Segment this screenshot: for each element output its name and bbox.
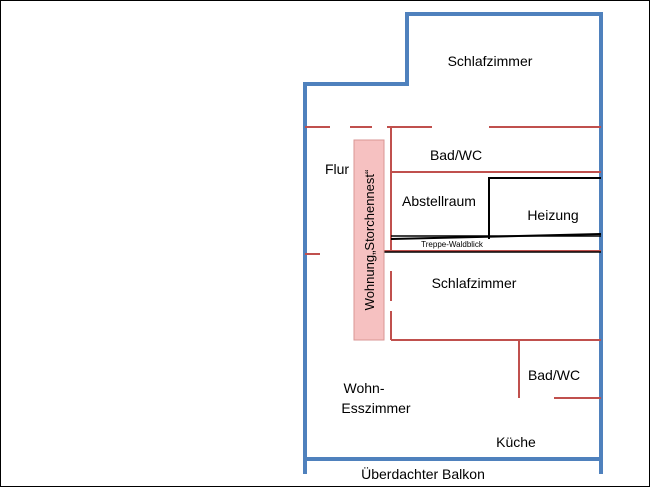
room-label-wohn-line2: Esszimmer bbox=[341, 400, 411, 416]
room-label-schlafzimmer-mid: Schlafzimmer bbox=[432, 275, 517, 291]
room-label-bad-wc-top: Bad/WC bbox=[430, 147, 482, 163]
outer-walls bbox=[303, 12, 603, 474]
inner-walls bbox=[305, 126, 601, 399]
room-label-bad-wc-bottom: Bad/WC bbox=[528, 367, 580, 383]
stair-band bbox=[380, 235, 601, 253]
room-label-wohn-line1: Wohn- bbox=[344, 380, 385, 396]
banner-text: Wohnung„Storchennest“ bbox=[362, 170, 377, 311]
room-label-schlafzimmer-top: Schlafzimmer bbox=[448, 53, 533, 69]
wohnung-banner: Wohnung„Storchennest“ bbox=[353, 139, 385, 341]
outer-wall-left bbox=[303, 12, 409, 474]
room-label-abstellraum: Abstellraum bbox=[402, 193, 476, 209]
room-label-flur: Flur bbox=[325, 161, 349, 177]
room-label-treppe: Treppe-Waldblick bbox=[421, 240, 484, 249]
banner-box bbox=[353, 139, 385, 341]
room-label-kueche: Küche bbox=[496, 434, 536, 450]
room-label-balkon: Überdachter Balkon bbox=[361, 465, 485, 482]
outer-wall-top-right bbox=[405, 12, 603, 474]
room-label-heizung: Heizung bbox=[527, 207, 578, 223]
